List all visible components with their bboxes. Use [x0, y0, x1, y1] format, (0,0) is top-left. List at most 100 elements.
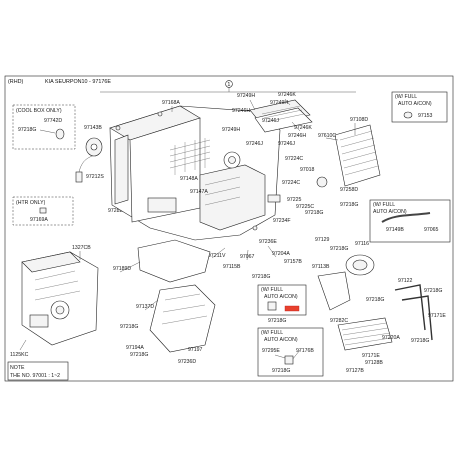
sensor-part [267, 301, 277, 311]
full-auto-label: AUTO A/CON) [264, 337, 298, 343]
floor-duct [149, 284, 216, 353]
htr-part [39, 207, 47, 214]
part-label: 97246K [294, 125, 312, 131]
part-label: 97148A [180, 176, 198, 182]
part-label: 97127B [346, 368, 364, 374]
motor-actuator [316, 176, 328, 188]
part-label: 97218G [330, 246, 348, 252]
part-label: 97249H [237, 93, 255, 99]
highlighted-part-label[interactable] [284, 305, 300, 312]
heater-pipes [394, 284, 433, 341]
cool-box-part [55, 128, 65, 140]
part-label: 97236E [259, 239, 277, 245]
note-title: NOTE [10, 365, 25, 371]
full-auto-label: (W/ FULL [373, 202, 395, 208]
part-label: 97147A [190, 189, 208, 195]
part-label: 97742D [44, 118, 62, 124]
part-label: 97218G [18, 127, 36, 133]
part-label: 97218G [120, 324, 138, 330]
part-label: 97249H [222, 127, 240, 133]
part-label: 97246H [232, 108, 250, 114]
part-label: 97610C [318, 133, 336, 139]
part-label: 97197 [188, 347, 203, 353]
part-label: 97295E [262, 348, 280, 354]
full-auto-label: (W/ FULL [261, 330, 283, 336]
part-label: 97116 [355, 241, 369, 247]
connector-part [267, 194, 281, 203]
part-label: 97143B [84, 125, 102, 131]
part-label: 97224C [285, 156, 303, 162]
part-label: 97128B [365, 360, 383, 366]
part-label: 97258D [340, 187, 358, 193]
full-auto-box-3 [257, 284, 307, 316]
rhd-label: (RHD) [8, 79, 23, 85]
part-label: 97153 [418, 113, 433, 119]
part-label: 97218G [268, 318, 286, 324]
full-auto-box-2 [369, 199, 451, 243]
part-label: 97218G [130, 352, 148, 358]
part-label: 97171E [428, 313, 446, 319]
cool-box-only-label: (COOL BOX ONLY) [16, 108, 62, 114]
full-auto-part [403, 111, 413, 119]
full-auto-label: (W/ FULL [261, 287, 283, 293]
part-label: 97176B [296, 348, 314, 354]
part-label: 97246H [288, 133, 306, 139]
part-label: 97236D [178, 359, 196, 365]
cool-box-only-box [12, 104, 76, 150]
part-label: 97246K [278, 92, 296, 98]
blower-duct [317, 271, 351, 311]
heater-core [337, 317, 393, 351]
lower-duct [137, 239, 211, 283]
part-label: 97169A [30, 217, 48, 223]
note-box [7, 361, 69, 381]
full-auto-label: AUTO A/CON) [264, 294, 298, 300]
note-text: THE NO. 97001 : 1~2 [10, 373, 60, 379]
part-label: 97212S [86, 174, 104, 180]
part-label: 97171E [362, 353, 380, 359]
part-label: 1125KC [10, 352, 29, 358]
part-label: 97122 [398, 278, 413, 284]
evaporator-filter-stack [249, 99, 313, 133]
part-label: 97157B [284, 259, 302, 265]
part-label: 97246J [262, 118, 279, 124]
part-label: 97115B [223, 264, 241, 270]
part-label: 97246J [246, 141, 263, 147]
index-marker: 1 [227, 82, 230, 88]
part-label: 97149B [386, 227, 404, 233]
htr-only-label: (HTR ONLY) [16, 200, 46, 206]
htr-only-box [12, 196, 74, 226]
part-label: 97220A [382, 335, 400, 341]
part-label: 97218G [272, 368, 290, 374]
part-label: 1327CB [72, 245, 91, 251]
part-label: 97218G [340, 202, 358, 208]
full-auto-label: AUTO A/CON) [373, 209, 407, 215]
part-label: 97113B [312, 264, 330, 270]
part-label: 97218G [305, 210, 323, 216]
diagram-frame [4, 75, 454, 382]
part-label: 97211V [208, 253, 226, 259]
hose-part [381, 212, 431, 223]
part-label: 97234F [273, 218, 291, 224]
full-auto-label: AUTO A/CON) [398, 101, 432, 107]
part-label: 97129 [315, 237, 330, 243]
assembly-inset [21, 251, 99, 346]
part-label: 97225C [296, 204, 314, 210]
sensor-part [75, 171, 83, 183]
part-label: 97218G [252, 274, 270, 280]
full-auto-box-4 [257, 327, 324, 377]
cabin-filter [334, 124, 381, 187]
hvac-main-housing [109, 105, 281, 241]
part-label: 97218G [411, 338, 429, 344]
part-label: 97108D [350, 117, 368, 123]
part-label: 97137D [136, 304, 154, 310]
full-auto-label: (W/ FULL [395, 94, 417, 100]
part-label: 97246J [278, 141, 295, 147]
part-label: 97249H [270, 100, 288, 106]
part-label: 97282C [330, 318, 348, 324]
part-label: 97194A [126, 345, 144, 351]
full-auto-box-1 [391, 91, 448, 123]
part-label: 97218G [366, 297, 384, 303]
part-label: 97204A [272, 251, 290, 257]
